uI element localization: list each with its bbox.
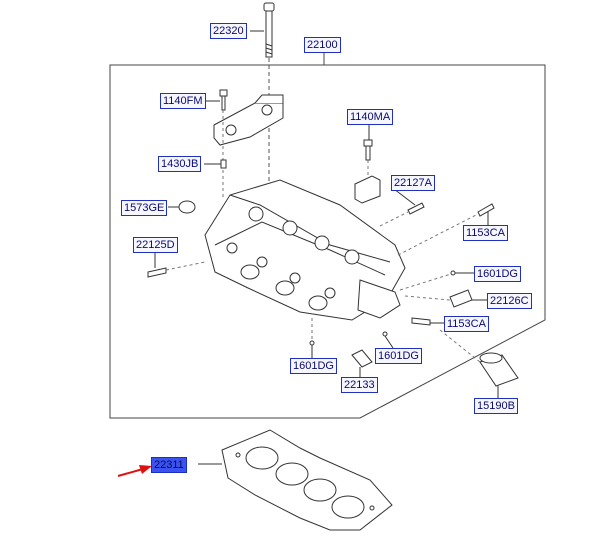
bolt-1140fm	[219, 89, 228, 111]
sleeve-22126c	[449, 289, 473, 308]
part-label-1573ge[interactable]: 1573GE	[121, 200, 168, 216]
part-label-22100[interactable]: 22100	[304, 37, 341, 53]
tappet-15190b	[479, 352, 519, 387]
cam-cap-upper	[213, 94, 284, 146]
head-gasket	[221, 429, 393, 531]
sleeve-22133	[351, 349, 373, 368]
part-label-1153ca-top[interactable]: 1153CA	[463, 225, 508, 241]
head-bolt	[263, 2, 275, 58]
assembly-frame	[109, 64, 546, 419]
stud-22125d	[147, 267, 167, 278]
dowel-pin	[220, 159, 227, 169]
part-label-22127a[interactable]: 22127A	[391, 175, 435, 191]
stud-22127a	[407, 202, 425, 215]
stud-1153ca-mid	[411, 317, 431, 326]
part-label-22320[interactable]: 22320	[210, 23, 247, 39]
highlight-arrow	[117, 465, 152, 477]
part-label-15190b[interactable]: 15190B	[474, 398, 518, 414]
bolt-1140ma	[363, 139, 373, 161]
part-label-1601dg-right[interactable]: 1601DG	[474, 266, 521, 282]
part-label-1601dg-left[interactable]: 1601DG	[290, 358, 337, 374]
part-label-22126c[interactable]: 22126C	[487, 293, 532, 309]
seal-ring	[178, 200, 196, 214]
stud-1153ca-top	[477, 203, 495, 217]
part-label-1153ca-mid[interactable]: 1153CA	[444, 316, 489, 332]
part-label-1601dg-lower[interactable]: 1601DG	[375, 348, 422, 364]
part-label-22125d[interactable]: 22125D	[133, 237, 178, 253]
part-label-1140ma[interactable]: 1140MA	[347, 109, 394, 125]
cylinder-head	[204, 179, 406, 321]
part-label-1430jb[interactable]: 1430JB	[158, 156, 202, 172]
part-label-22133[interactable]: 22133	[341, 377, 378, 393]
part-label-22311[interactable]: 22311	[151, 457, 187, 473]
cam-cap-small	[354, 175, 381, 204]
part-label-1140fm[interactable]: 1140FM	[160, 93, 206, 109]
